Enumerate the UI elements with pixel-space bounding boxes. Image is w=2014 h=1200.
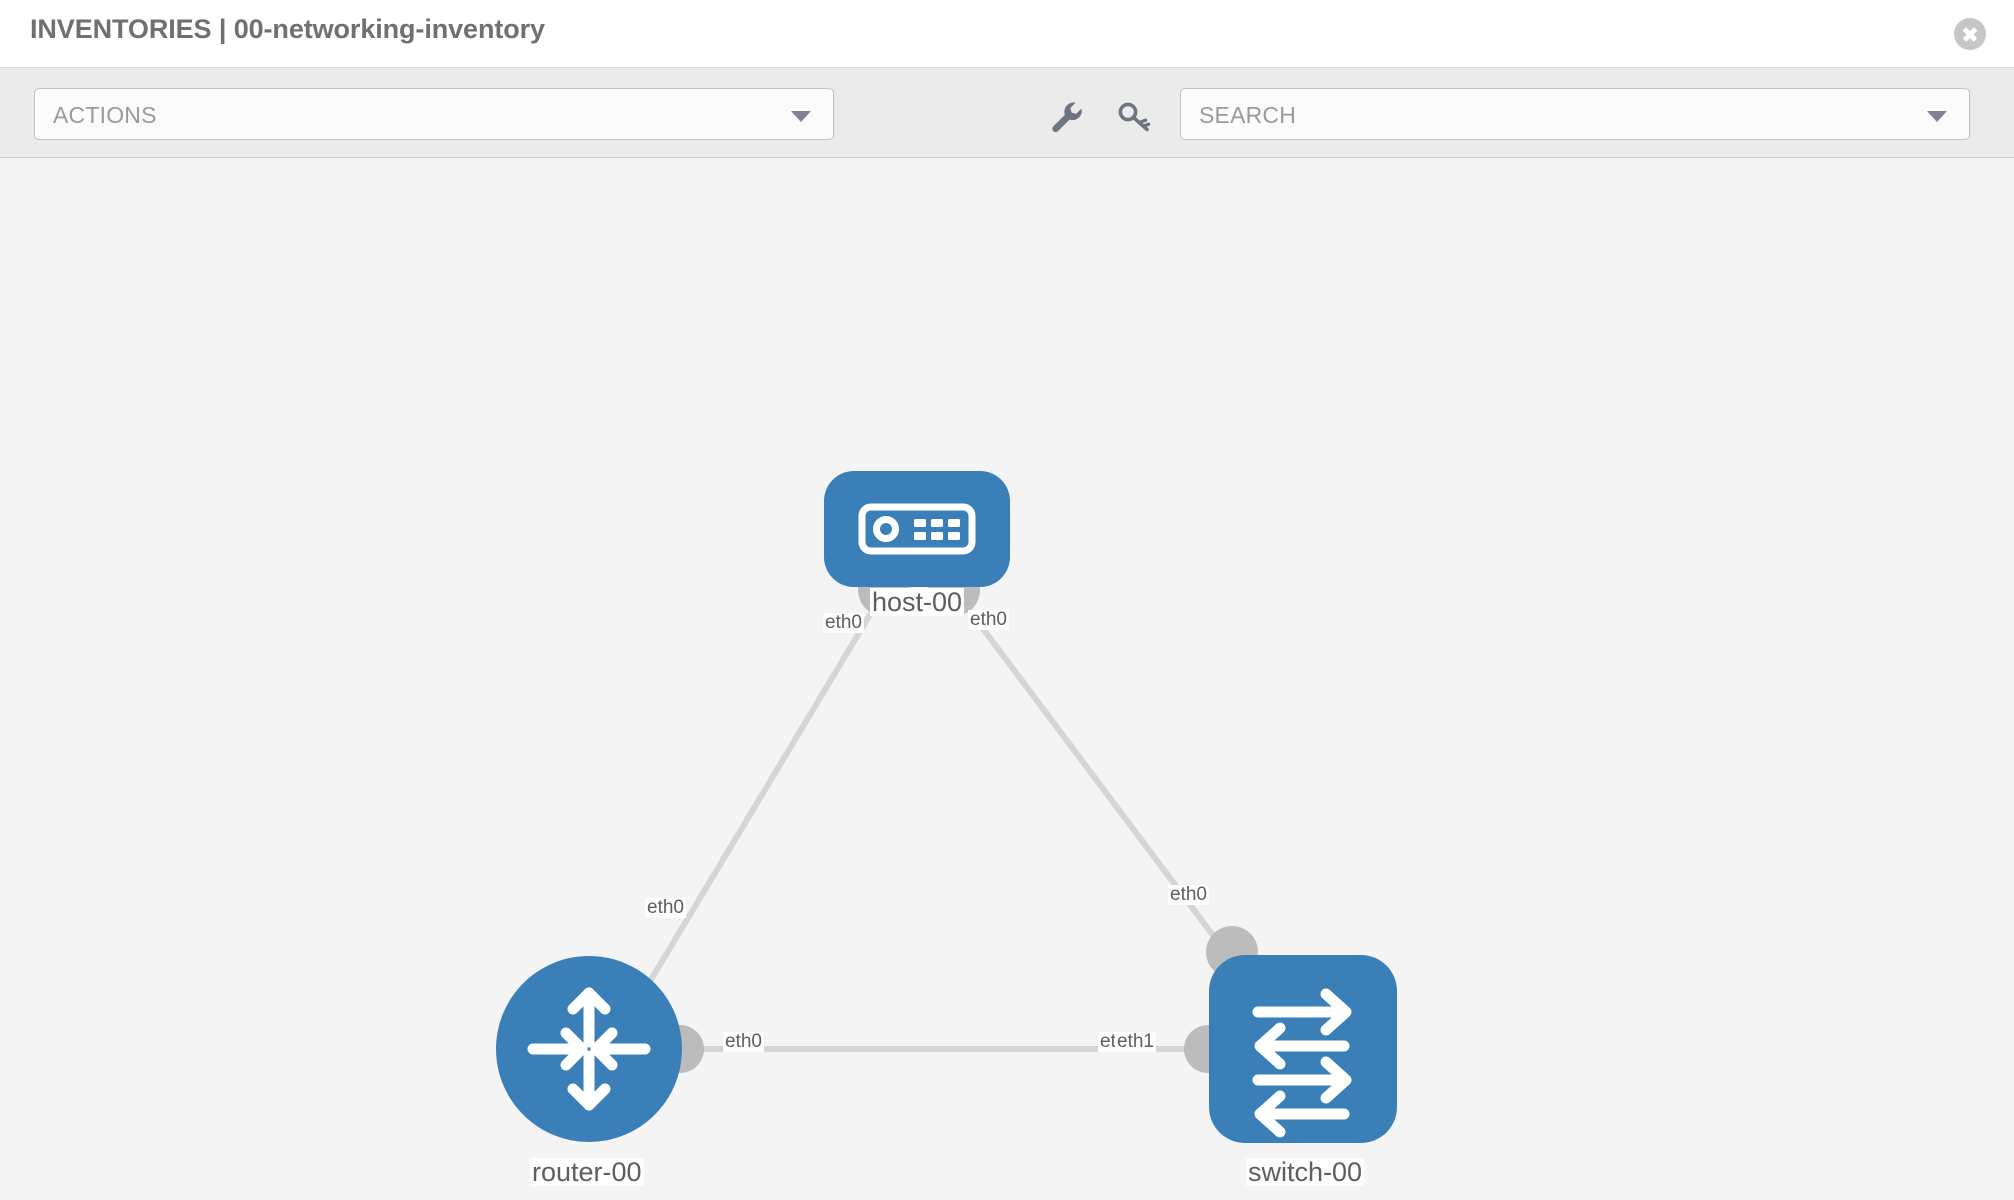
search-input[interactable]: SEARCH	[1180, 88, 1970, 140]
wrench-icon[interactable]	[1046, 96, 1086, 136]
iface-label-host00-eth0-right: eth0	[968, 609, 1009, 630]
link-host00-router00	[637, 596, 883, 1000]
close-icon[interactable]	[1954, 18, 1986, 50]
toolbar: ACTIONS SEARCH	[0, 68, 2014, 158]
server-icon	[858, 503, 976, 555]
router-arrows-icon	[527, 987, 651, 1111]
page-header: INVENTORIES | 00-networking-inventory	[0, 0, 2014, 68]
node-router-00	[496, 956, 682, 1142]
iface-label-switch00-eth1: eth1	[1115, 1031, 1156, 1052]
key-icon[interactable]	[1114, 96, 1154, 136]
actions-dropdown[interactable]: ACTIONS	[34, 88, 834, 140]
topology-graph	[496, 471, 1397, 1143]
iface-label-router00-eth0-uplink: eth0	[645, 897, 686, 918]
chevron-down-icon	[791, 111, 811, 122]
iface-label-switch00-eth0-uplink: eth0	[1168, 884, 1209, 905]
page-title: INVENTORIES | 00-networking-inventory	[30, 14, 545, 44]
iface-label-router00-eth0: eth0	[723, 1031, 764, 1052]
search-input-placeholder: SEARCH	[1199, 102, 1297, 128]
topology-canvas[interactable]: host-00 router-00 switch-00 eth0 eth0 et…	[0, 158, 2014, 1200]
switch-arrows-icon	[1252, 988, 1352, 1138]
iface-label-host00-eth0-left: eth0	[823, 612, 864, 633]
actions-dropdown-label: ACTIONS	[53, 102, 157, 128]
node-switch-00	[1209, 955, 1397, 1143]
node-host-00	[824, 471, 1010, 587]
node-label-switch-00: switch-00	[1246, 1157, 1365, 1187]
chevron-down-icon	[1927, 111, 1947, 122]
node-label-host-00: host-00	[870, 587, 965, 617]
node-label-router-00: router-00	[530, 1157, 644, 1187]
